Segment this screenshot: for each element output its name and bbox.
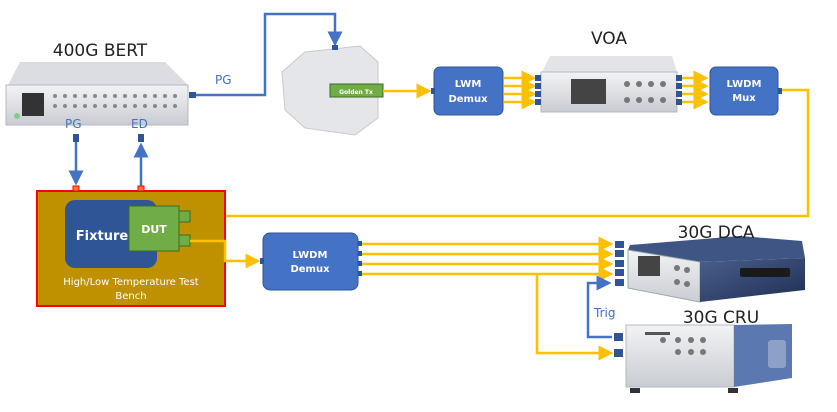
lwm-demux-label-line1: LWM — [455, 79, 482, 90]
bench-title-line1: High/Low Temperature Test — [63, 277, 199, 288]
demux-to-voa-lines — [504, 70, 537, 110]
dca-device — [615, 236, 805, 303]
ed-label: ED — [131, 117, 148, 131]
bert-ed-in-port — [138, 134, 144, 142]
bert-device — [5, 62, 189, 126]
trig-label: Trig — [593, 306, 615, 320]
fixture-label: Fixture — [76, 229, 129, 244]
lwdm-demux-module: LWDM Demux — [260, 232, 362, 291]
voa-device — [535, 56, 682, 113]
lwm-demux-module: LWM Demux — [431, 66, 504, 116]
dut — [128, 205, 180, 252]
golden-tx-device: Golden Tx — [281, 45, 384, 136]
demux-to-dca-lines — [362, 236, 614, 361]
pg-top-label: PG — [215, 73, 232, 87]
bert-pg-out-port — [73, 134, 79, 142]
dut-to-demux-line — [190, 239, 261, 269]
lwm-demux-label-line2: Demux — [448, 94, 488, 105]
voa-label: VOA — [591, 29, 627, 49]
bert-label: 400G BERT — [53, 41, 148, 61]
lwdm-mux-label-line1: LWDM — [727, 79, 762, 90]
bench-title-line2: Bench — [115, 291, 146, 302]
pg-label: PG — [65, 117, 82, 131]
bert-pg-port — [189, 92, 196, 98]
lwdm-demux-label-line2: Demux — [290, 264, 330, 275]
pg-line-to-golden-tx — [196, 12, 343, 97]
lwdm-mux-module: LWDM Mux — [709, 66, 782, 116]
lwdm-demux-label-line1: LWDM — [293, 250, 328, 261]
dut-label: DUT — [141, 223, 167, 236]
dca-label: 30G DCA — [678, 223, 755, 243]
lwdm-mux-label-line2: Mux — [732, 93, 756, 104]
golden-tx-label: Golden Tx — [339, 89, 373, 96]
voa-to-mux-lines — [682, 70, 709, 110]
cru-device — [614, 324, 792, 393]
mux-to-dut-line — [194, 88, 810, 224]
temperature-test-bench: Fixture DUT High/Low Temperature Test Be… — [36, 185, 226, 307]
cru-label: 30G CRU — [683, 308, 759, 328]
trig-line — [586, 275, 612, 339]
